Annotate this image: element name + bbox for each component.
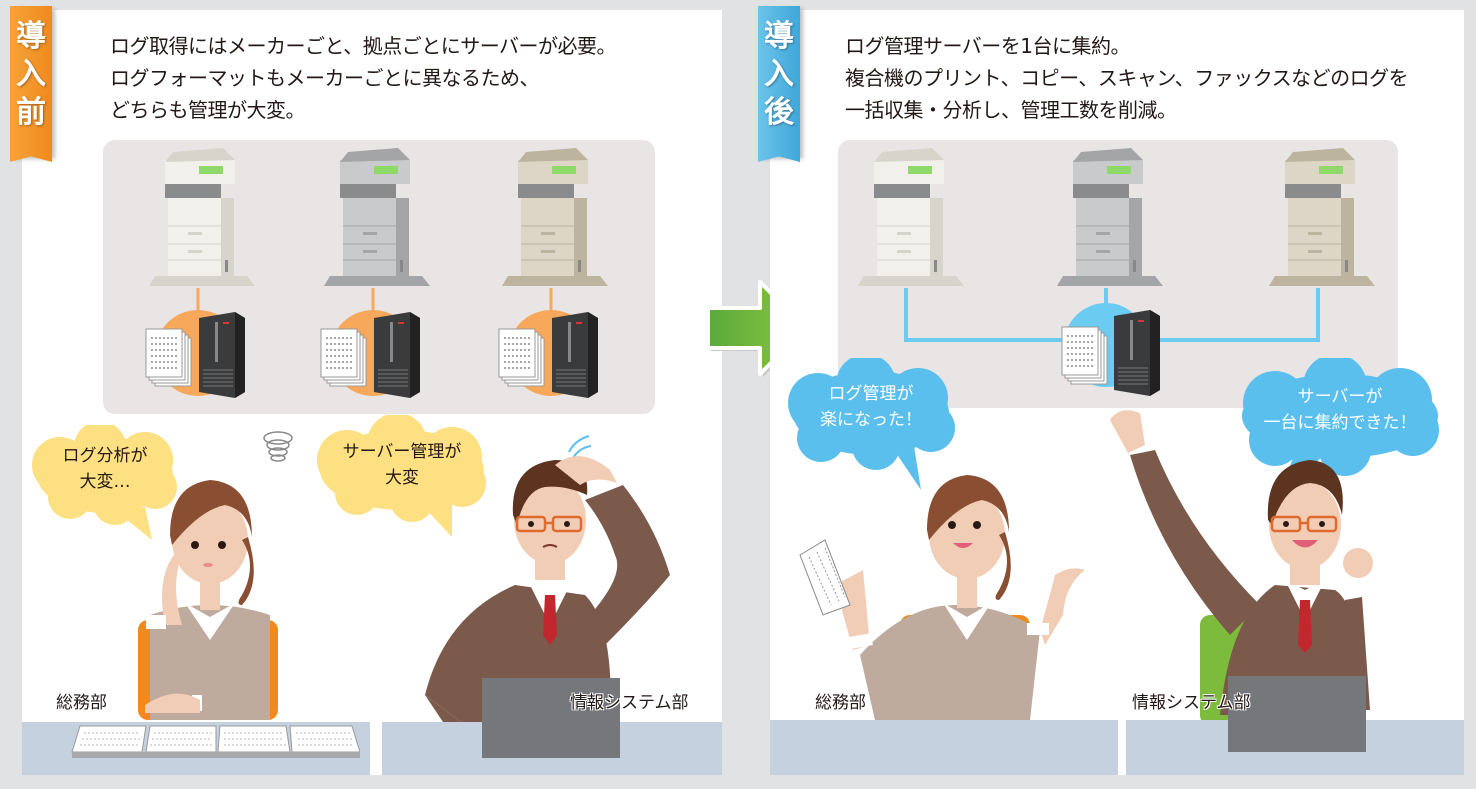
department-label-general-affairs: 総務部 — [815, 693, 866, 713]
dizzy-swirl-icon — [263, 431, 293, 462]
bubble-line: サーバーが — [1297, 386, 1383, 407]
printer-icon — [502, 148, 608, 286]
bubble-line: ログ管理が — [828, 384, 914, 404]
printer-icon — [324, 148, 430, 286]
log-document-icon — [320, 328, 367, 387]
speech-bubble-server-consolidated: サーバーが 一台に集約できた！ — [1235, 358, 1445, 498]
bubble-line: 楽になった！ — [820, 410, 922, 430]
after-device-diagram — [858, 148, 1375, 397]
description-line: ログフォーマットもメーカーごとに異なるため、 — [110, 66, 540, 90]
after-description: ログ管理サーバーを1台に集約。 複合機のプリント、コピー、スキャン、ファックスな… — [845, 30, 1409, 126]
printer-icon — [1269, 148, 1375, 286]
woman-worried-illustration — [138, 480, 278, 720]
server-icon — [1113, 309, 1161, 397]
bubble-line: 一台に集約できた！ — [1263, 412, 1417, 433]
ribbon-char: 入 — [16, 57, 46, 92]
log-document-icon — [145, 328, 192, 387]
cloud-bubble-shape — [788, 358, 955, 490]
laptop-icon — [1228, 676, 1366, 752]
server-icon — [373, 311, 421, 399]
speech-bubble-log-management-easy: ログ管理が 楽になった！ — [786, 358, 956, 490]
bubble-line: ログ分析が — [62, 446, 148, 466]
description-line: 一括収集・分析し、管理工数を削減。 — [845, 98, 1177, 122]
ribbon-char: 導 — [16, 19, 46, 54]
printer-icon — [1057, 148, 1163, 286]
before-device-diagram — [145, 148, 608, 399]
before-description: ログ取得にはメーカーごと、拠点ごとにサーバーが必要。 ログフォーマットもメーカー… — [110, 30, 617, 126]
cloud-bubble-shape — [32, 425, 177, 540]
department-label-information-systems: 情報システム部 — [1132, 693, 1251, 713]
paper-trays-icon — [71, 725, 360, 758]
ribbon-char: 前 — [16, 95, 46, 130]
description-line: ログ取得にはメーカーごと、拠点ごとにサーバーが必要。 — [110, 34, 617, 58]
after-ribbon: 導 入 後 — [758, 6, 800, 156]
woman-happy-illustration — [799, 475, 1085, 725]
speech-bubble-server-management: サーバー管理が 大変 — [312, 415, 492, 537]
bubble-line: サーバー管理が — [342, 442, 462, 462]
bubble-line: 大変 — [385, 468, 419, 488]
description-line: ログ管理サーバーを1台に集約。 — [845, 34, 1131, 58]
after-desk-left — [770, 720, 1118, 775]
printer-icon — [149, 148, 255, 286]
ribbon-char: 後 — [764, 95, 794, 130]
description-line: 複合機のプリント、コピー、スキャン、ファックスなどのログを — [845, 66, 1409, 90]
log-document-icon — [1061, 326, 1108, 385]
description-line: どちらも管理が大変。 — [110, 98, 306, 122]
before-ribbon: 導 入 前 — [10, 6, 52, 156]
cloud-bubble-shape — [317, 415, 486, 537]
server-icon — [551, 311, 599, 399]
bubble-line: 大変… — [79, 472, 131, 492]
printer-icon — [858, 148, 964, 286]
ribbon-char: 入 — [764, 57, 794, 92]
speech-bubble-log-analysis: ログ分析が 大変… — [30, 425, 180, 540]
laptop-icon — [482, 678, 620, 758]
server-icon — [198, 311, 246, 399]
department-label-information-systems: 情報システム部 — [570, 693, 689, 713]
department-label-general-affairs: 総務部 — [56, 693, 107, 713]
ribbon-char: 導 — [764, 19, 794, 54]
cloud-bubble-shape — [1242, 358, 1439, 498]
log-document-icon — [498, 328, 545, 387]
